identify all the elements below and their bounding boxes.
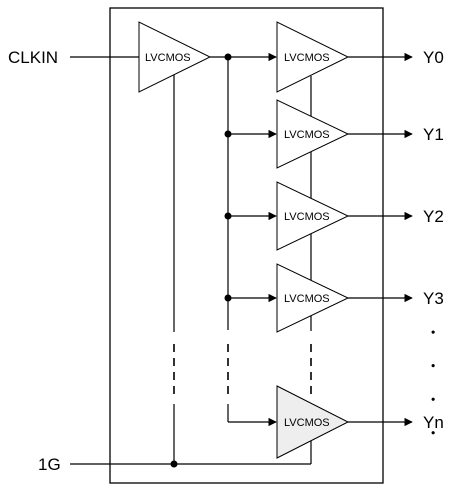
output-label-yn: Yn <box>423 413 444 432</box>
output-label-y3: Y3 <box>423 289 444 308</box>
device-package-box <box>109 7 384 484</box>
output-buffer <box>276 181 350 251</box>
output-stage-y2: LVCMOS Y2 <box>224 181 444 251</box>
output-label-y0: Y0 <box>423 48 444 67</box>
input-buffer: LVCMOS <box>138 21 212 93</box>
output-buffer-label: LVCMOS <box>284 52 330 64</box>
output-buffer-label: LVCMOS <box>284 129 330 141</box>
output-buffer <box>276 263 350 333</box>
output-stage-y3: LVCMOS Y3 <box>224 263 444 333</box>
output-label-y1: Y1 <box>423 125 444 144</box>
output-buffer-last <box>276 385 350 459</box>
output-buffer-label: LVCMOS <box>284 211 330 223</box>
clkin-label: CLKIN <box>8 48 58 67</box>
output-stage-y0: LVCMOS Y0 <box>224 21 444 93</box>
output-buffer-label: LVCMOS <box>284 417 330 429</box>
output-stage-y1: LVCMOS Y1 <box>224 99 444 169</box>
enable-1g-label: 1G <box>38 455 61 474</box>
output-label-y2: Y2 <box>423 207 444 226</box>
output-buffer <box>276 99 350 169</box>
enable-junction-dot <box>170 460 178 468</box>
output-buffer-label: LVCMOS <box>284 293 330 305</box>
output-stage-yn: LVCMOS Yn <box>228 385 444 459</box>
output-buffer <box>276 21 350 93</box>
continuation-dots: • • • • <box>426 330 440 448</box>
input-buffer-label: LVCMOS <box>145 52 191 64</box>
